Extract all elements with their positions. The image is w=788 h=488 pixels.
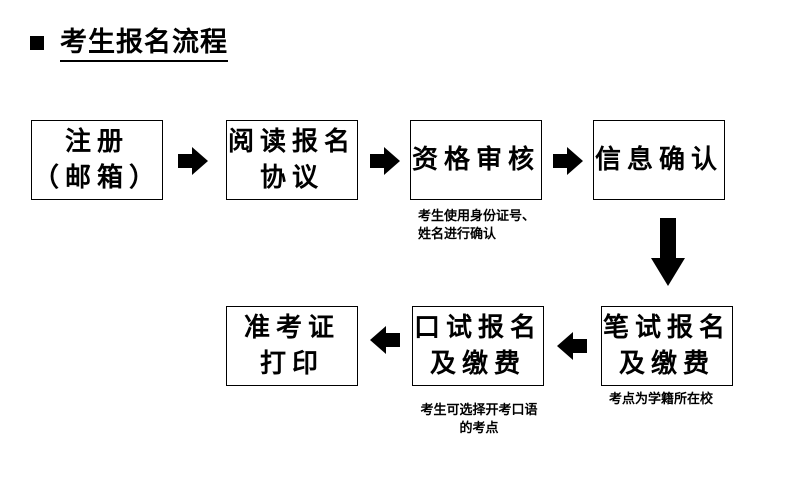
page-title: 考生报名流程	[60, 28, 228, 62]
note-oral-line-2: 的考点	[459, 421, 499, 436]
arrow-right-icon	[553, 147, 583, 175]
step-admission-line-2: 打印	[259, 349, 324, 379]
note-qualification-line-1: 考生使用身份证号、	[418, 209, 536, 224]
step-oral-exam-registration: 口试报名 及缴费	[412, 306, 544, 386]
step-register: 注册 （邮箱）	[31, 120, 163, 200]
step-info-confirm-line-1: 信息确认	[594, 145, 723, 175]
arrow-left-icon	[370, 326, 400, 354]
note-written-line-1: 考点为学籍所在校	[609, 392, 714, 407]
note-qualification: 考生使用身份证号、 姓名进行确认	[418, 208, 535, 244]
arrow-down-icon	[651, 218, 685, 286]
step-info-confirm: 信息确认	[593, 120, 725, 200]
step-oral-line-1: 口试报名	[413, 313, 542, 343]
step-register-line-2: （邮箱）	[32, 163, 161, 193]
step-written-exam-registration: 笔试报名 及缴费	[601, 306, 733, 386]
header-bullet-icon	[30, 36, 44, 50]
note-qualification-line-2: 姓名进行确认	[418, 227, 497, 242]
note-written: 考点为学籍所在校	[609, 391, 713, 409]
step-qualification-review-line-1: 资格审核	[411, 145, 540, 175]
step-read-agreement: 阅读报名 协议	[226, 120, 358, 200]
arrow-right-icon	[178, 147, 208, 175]
step-read-agreement-line-2: 协议	[259, 163, 324, 193]
arrow-left-icon	[557, 332, 587, 360]
step-qualification-review: 资格审核	[410, 120, 542, 200]
arrow-right-icon	[370, 147, 400, 175]
step-written-line-2: 及缴费	[618, 349, 715, 379]
note-oral: 考生可选择开考口语 的考点	[415, 402, 543, 438]
step-read-agreement-line-1: 阅读报名	[227, 127, 356, 157]
step-admission-line-1: 准考证	[243, 313, 340, 343]
step-register-line-1: 注册	[64, 127, 129, 157]
step-written-line-1: 笔试报名	[602, 313, 731, 343]
step-oral-line-2: 及缴费	[429, 349, 526, 379]
step-admission-ticket-print: 准考证 打印	[226, 306, 358, 386]
note-oral-line-1: 考生可选择开考口语	[420, 403, 538, 418]
